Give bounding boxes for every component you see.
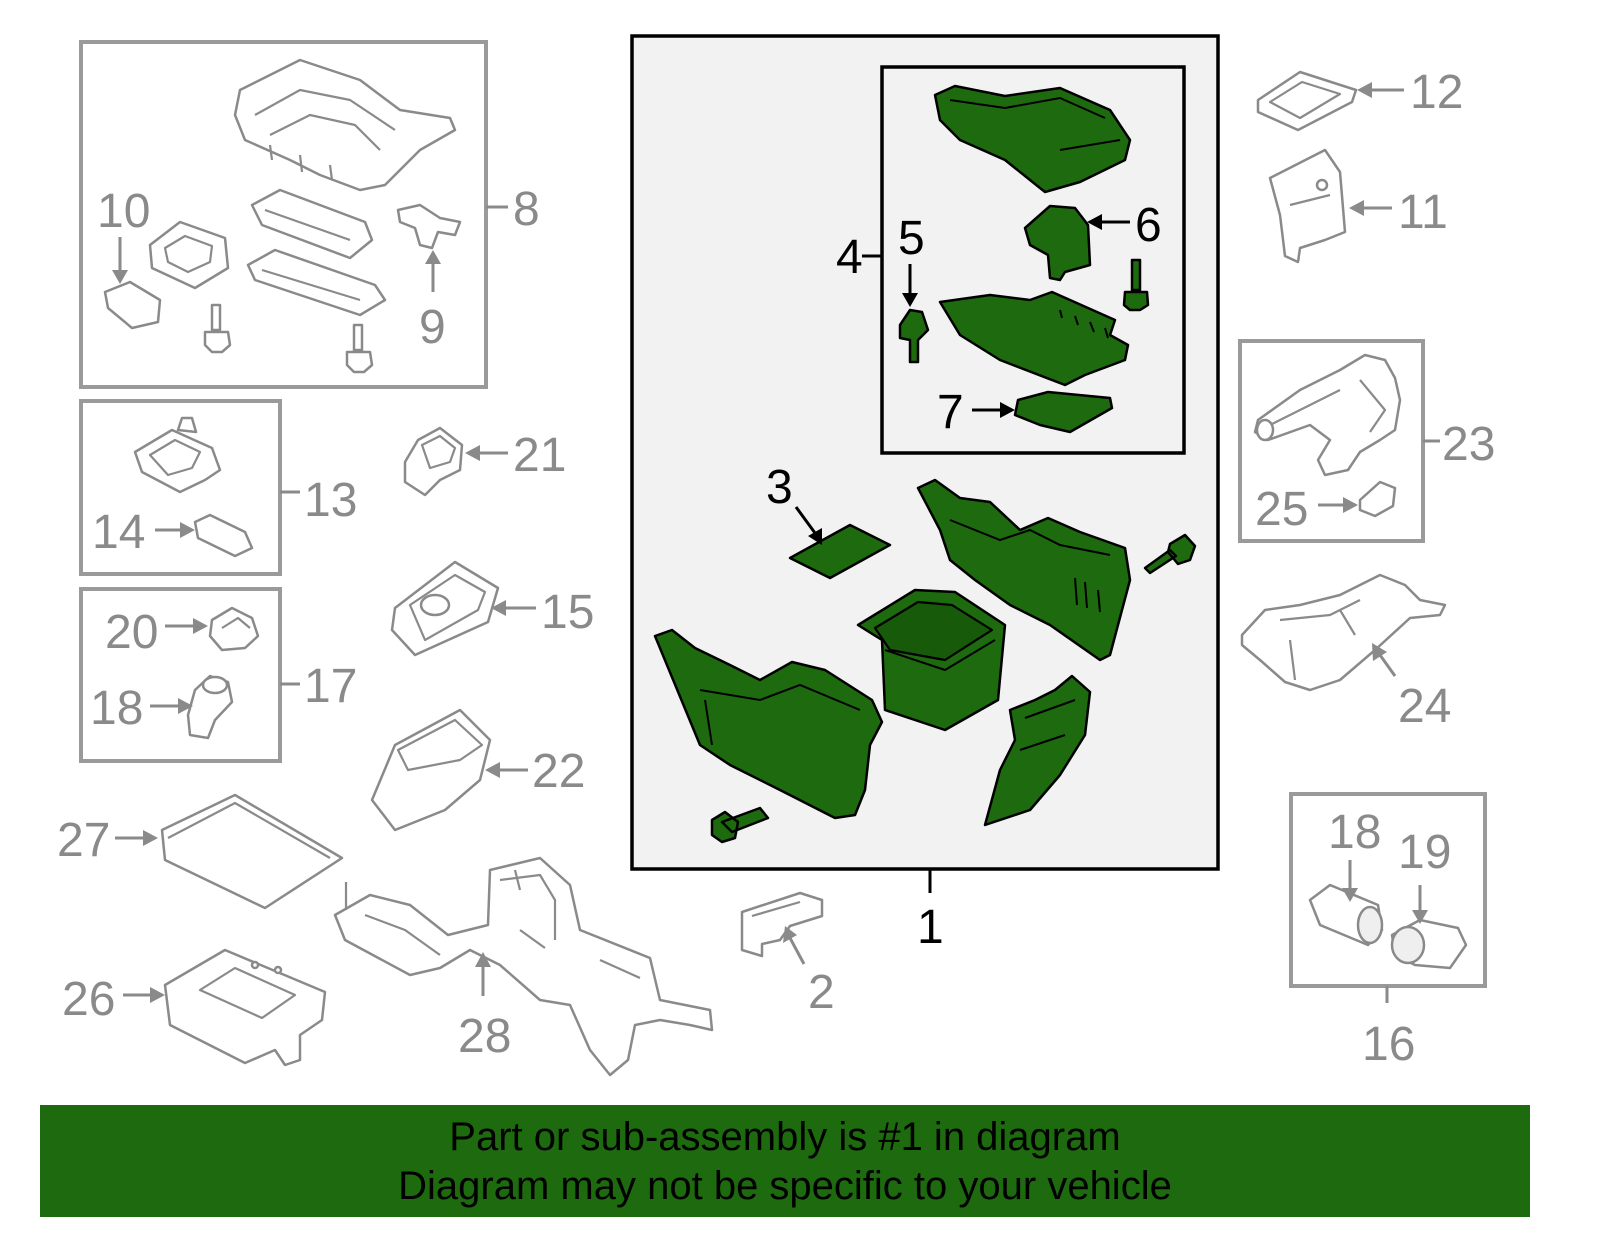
- banner-line-1: Part or sub-assembly is #1 in diagram: [449, 1115, 1121, 1159]
- callout-18-left: 18: [90, 682, 143, 735]
- armrest-lid: [933, 84, 1132, 194]
- part-15: 15: [390, 560, 594, 657]
- callout-26: 26: [62, 973, 115, 1026]
- callout-25: 25: [1255, 483, 1308, 536]
- callout-9: 9: [419, 301, 446, 354]
- banner-line-2: Diagram may not be specific to your vehi…: [398, 1164, 1172, 1208]
- callout-19: 19: [1398, 826, 1451, 879]
- lid-inner-panel: [938, 290, 1130, 387]
- callout-2: 2: [808, 966, 835, 1019]
- callout-1: 1: [917, 901, 944, 954]
- part-26: 26: [62, 948, 327, 1067]
- group-8-box: 10 9 8: [79, 40, 540, 389]
- storage-bin: [856, 588, 1007, 732]
- group-17-box: 20 18 17: [79, 587, 357, 763]
- callout-6: 6: [1135, 199, 1162, 252]
- part-2: 2: [740, 891, 835, 1019]
- group-16-box: 18 19 16: [1289, 792, 1487, 1071]
- part-27: 27: [57, 793, 344, 910]
- part-28: 28: [333, 856, 714, 1077]
- latch-7: [1013, 390, 1114, 434]
- callout-10: 10: [97, 185, 150, 238]
- main-assembly-box: 4 5 6 7 3 1: [630, 34, 1220, 954]
- hinge-6: [1023, 204, 1092, 282]
- front-end-cap: [983, 674, 1092, 827]
- pad-3: [788, 523, 892, 580]
- part-21: 21: [403, 426, 566, 497]
- callout-23: 23: [1442, 418, 1495, 471]
- callout-3: 3: [766, 461, 793, 514]
- callout-5: 5: [898, 212, 925, 265]
- callout-20: 20: [105, 606, 158, 659]
- callout-16: 16: [1362, 1018, 1415, 1071]
- part-12: 12: [1256, 66, 1463, 132]
- screw-lid: [1122, 258, 1150, 312]
- part-11: 11: [1268, 148, 1448, 264]
- part-24: 24: [1240, 573, 1451, 733]
- screw-left: [710, 806, 770, 844]
- callout-21: 21: [513, 429, 566, 482]
- info-banner: Part or sub-assembly is #1 in diagram Di…: [40, 1105, 1530, 1217]
- callout-12: 12: [1410, 66, 1463, 119]
- callout-22: 22: [532, 745, 585, 798]
- right-side-panel: [916, 478, 1132, 662]
- callout-4: 4: [836, 231, 863, 284]
- group-23-box: 25 23: [1238, 339, 1495, 543]
- callout-17: 17: [304, 660, 357, 713]
- callout-14: 14: [92, 506, 145, 559]
- left-side-panel: [653, 628, 884, 820]
- callout-27: 27: [57, 814, 110, 867]
- callout-8: 8: [513, 183, 540, 236]
- bumper-5: [898, 308, 930, 364]
- group-13-box: 14 13: [79, 399, 357, 576]
- callout-15: 15: [541, 586, 594, 639]
- callout-28: 28: [458, 1010, 511, 1063]
- callout-18-right: 18: [1328, 806, 1381, 859]
- callout-7: 7: [937, 386, 964, 439]
- screw-right: [1143, 533, 1197, 575]
- callout-13: 13: [304, 474, 357, 527]
- part-22: 22: [370, 708, 585, 832]
- callout-11: 11: [1398, 186, 1448, 239]
- callout-24: 24: [1398, 680, 1451, 733]
